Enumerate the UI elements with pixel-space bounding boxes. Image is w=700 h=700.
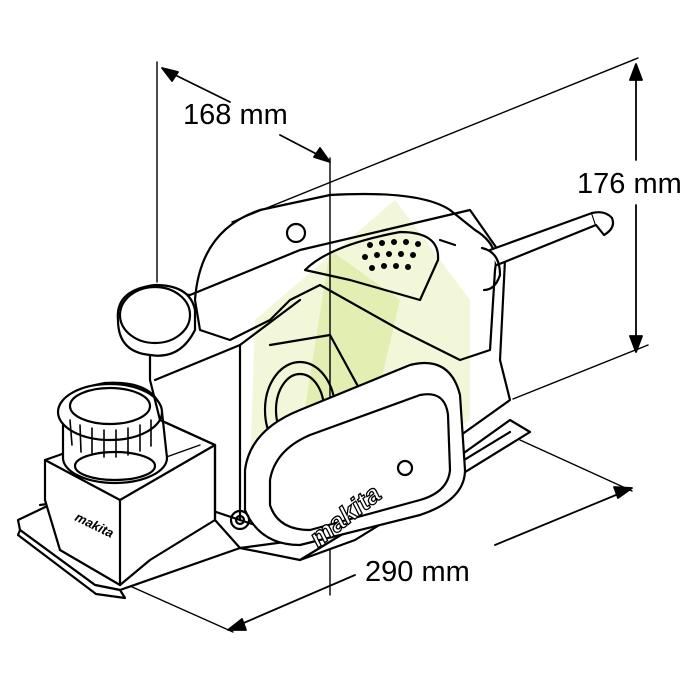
dimension-length-label: 290 mm [365,556,470,588]
power-cord [480,211,615,292]
dimension-depth-label: 168 mm [183,99,288,131]
vent-grille [362,239,421,271]
dimension-height-label: 176 mm [577,168,682,200]
depth-knob [56,381,169,485]
handle [193,192,497,362]
main-housing [116,208,512,550]
dimension-arrows [161,63,643,631]
belt-cover [229,361,467,547]
